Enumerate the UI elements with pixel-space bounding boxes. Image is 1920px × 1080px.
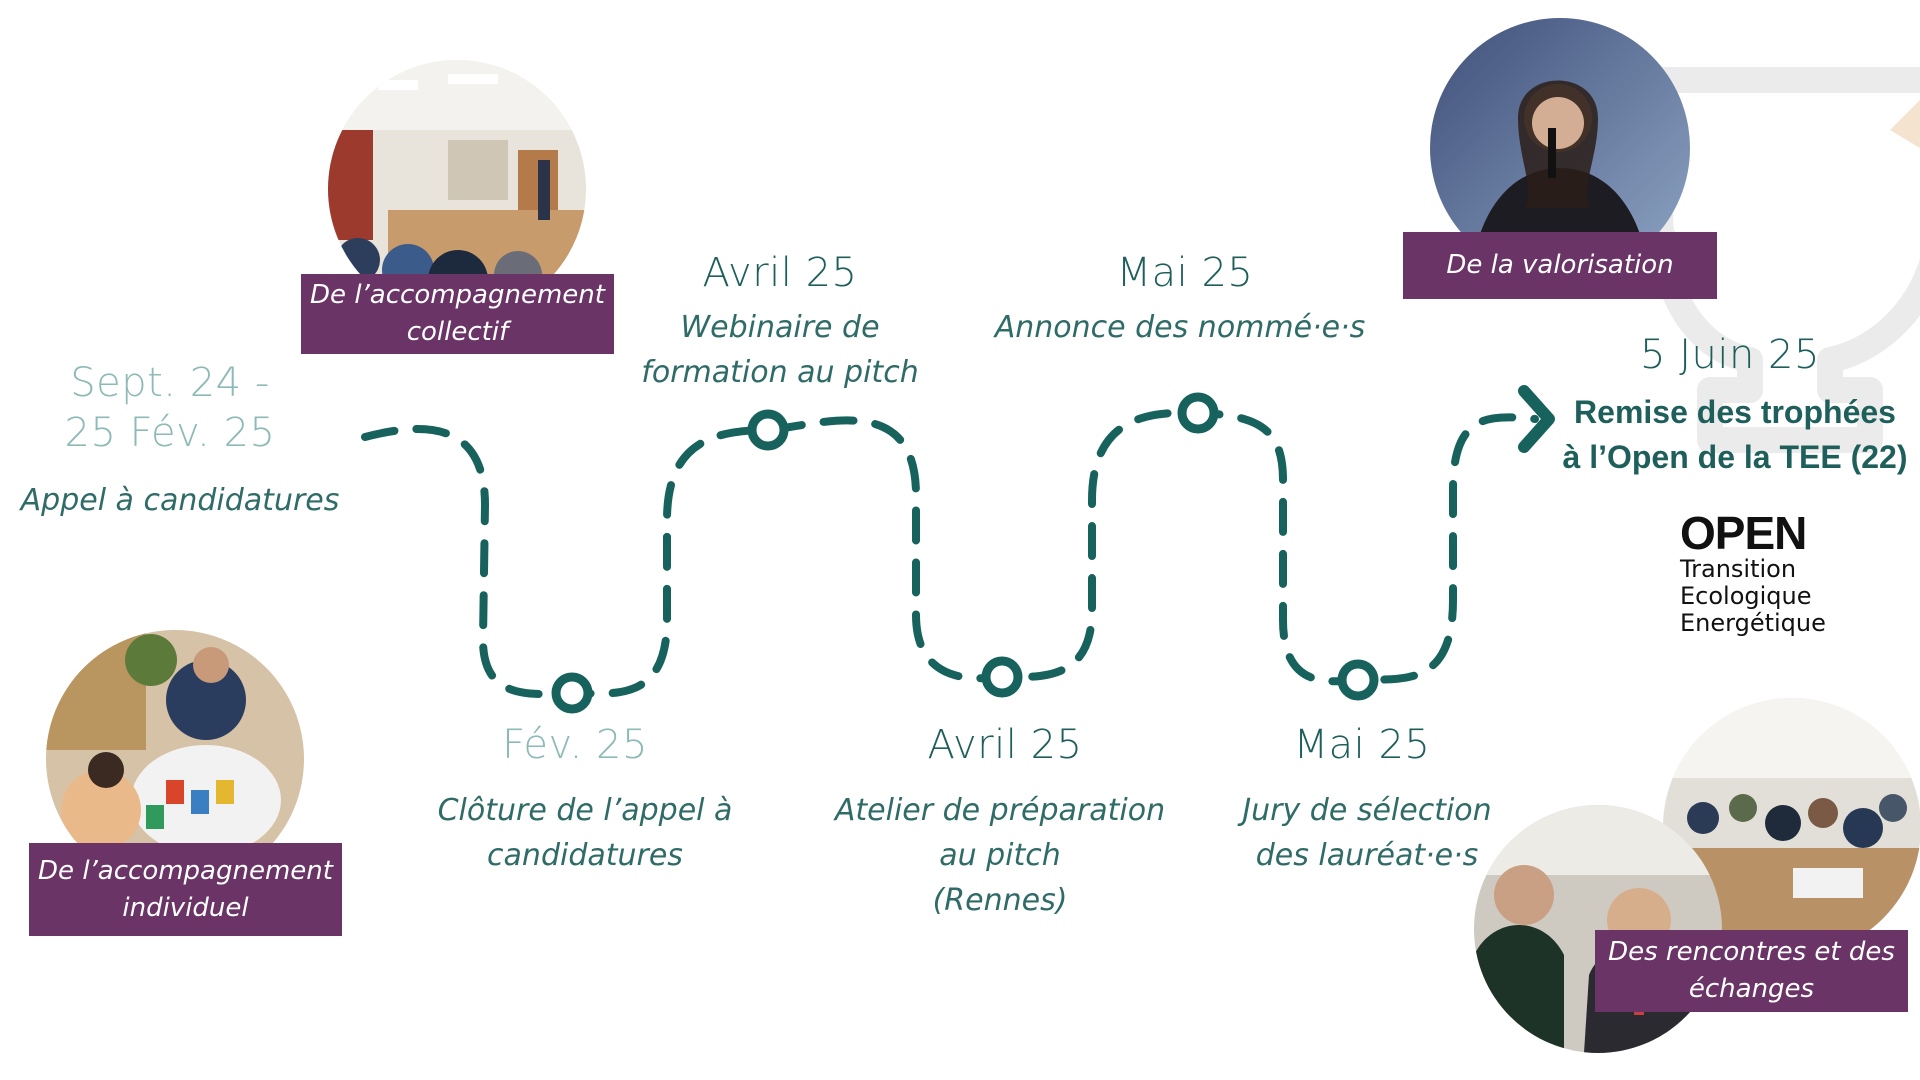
may-annonce-description: Annonce des nommé·e·s xyxy=(980,305,1380,350)
label-rencontres-line1: Des rencontres et des xyxy=(1608,937,1895,967)
apr-atelier-description: Atelier de préparation au pitch (Rennes) xyxy=(830,788,1170,923)
open-tee-logo: OPEN Transition Ecologique Energétique xyxy=(1680,510,1830,637)
final-title-line1: Remise des trophées xyxy=(1574,394,1896,430)
dashed-timeline-line xyxy=(361,408,1539,699)
may-jury-date: Mai 25 xyxy=(1293,722,1431,768)
may-annonce-description-line: Annonce des nommé·e·s xyxy=(994,310,1366,345)
arrow-head-icon xyxy=(1518,385,1555,453)
apr-webinar-description: Webinaire de formation au pitch xyxy=(620,305,940,395)
label-rencontres: Des rencontres et des échanges xyxy=(1595,930,1908,1012)
label-individual-line1: De l’accompagnement xyxy=(38,855,333,886)
photo-networking-people xyxy=(1474,805,1722,1053)
label-collective-line1: De l’accompagnement xyxy=(310,280,605,310)
label-rencontres-line2: échanges xyxy=(1688,974,1815,1004)
label-valorisation-line1: De la valorisation xyxy=(1446,250,1674,280)
apr-atelier-date: Avril 25 xyxy=(927,722,1083,768)
milestone-marker-may-annonce xyxy=(1177,392,1219,434)
may-annonce-date: Mai 25 xyxy=(1116,250,1254,296)
apr-webinar-description-line2: formation au pitch xyxy=(641,355,919,390)
apr-webinar-description-line1: Webinaire de xyxy=(680,310,880,345)
label-individual: De l’accompagnement individuel xyxy=(29,843,342,936)
final-title: Remise des trophées à l’Open de la TEE (… xyxy=(1555,390,1915,480)
apr-webinar-date: Avril 25 xyxy=(702,250,858,296)
final-title-line2: à l’Open de la TEE (22) xyxy=(1562,439,1908,475)
start-date-line1: Sept. 24 - xyxy=(70,360,270,406)
feb-description-line2: candidatures xyxy=(487,838,683,873)
may-jury-description-line1: Jury de sélection xyxy=(1242,793,1492,828)
open-logo-line1: Transition xyxy=(1680,555,1797,583)
open-logo-word: OPEN xyxy=(1680,507,1807,559)
feb-description: Clôture de l’appel à candidatures xyxy=(420,788,750,878)
may-jury-description: Jury de sélection des lauréat·e·s xyxy=(1212,788,1522,878)
label-collective: De l’accompagnement collectif xyxy=(301,274,614,354)
open-logo-line3: Energétique xyxy=(1680,609,1826,637)
label-valorisation: De la valorisation xyxy=(1403,232,1717,299)
feb-description-line1: Clôture de l’appel à xyxy=(437,793,733,828)
apr-atelier-description-line3: (Rennes) xyxy=(932,883,1068,918)
final-date: 5 Juin 25 xyxy=(1640,332,1820,378)
milestone-marker-apr-webinar xyxy=(747,409,789,451)
apr-atelier-description-line1: Atelier de préparation xyxy=(834,793,1166,828)
start-description: Appel à candidatures xyxy=(10,478,350,523)
apr-atelier-description-line2: au pitch xyxy=(939,838,1061,873)
milestone-marker-feb xyxy=(551,672,593,714)
milestone-marker-apr-atelier xyxy=(981,656,1023,698)
open-logo-line2: Ecologique xyxy=(1680,582,1812,610)
label-individual-line2: individuel xyxy=(122,892,249,923)
milestone-marker-may-jury xyxy=(1337,659,1379,701)
start-description-line: Appel à candidatures xyxy=(20,483,340,518)
may-jury-description-line2: des lauréat·e·s xyxy=(1255,838,1479,873)
feb-date: Fév. 25 xyxy=(502,722,648,768)
start-date-line2: 25 Fév. 25 xyxy=(64,410,276,456)
label-collective-line2: collectif xyxy=(406,317,509,347)
